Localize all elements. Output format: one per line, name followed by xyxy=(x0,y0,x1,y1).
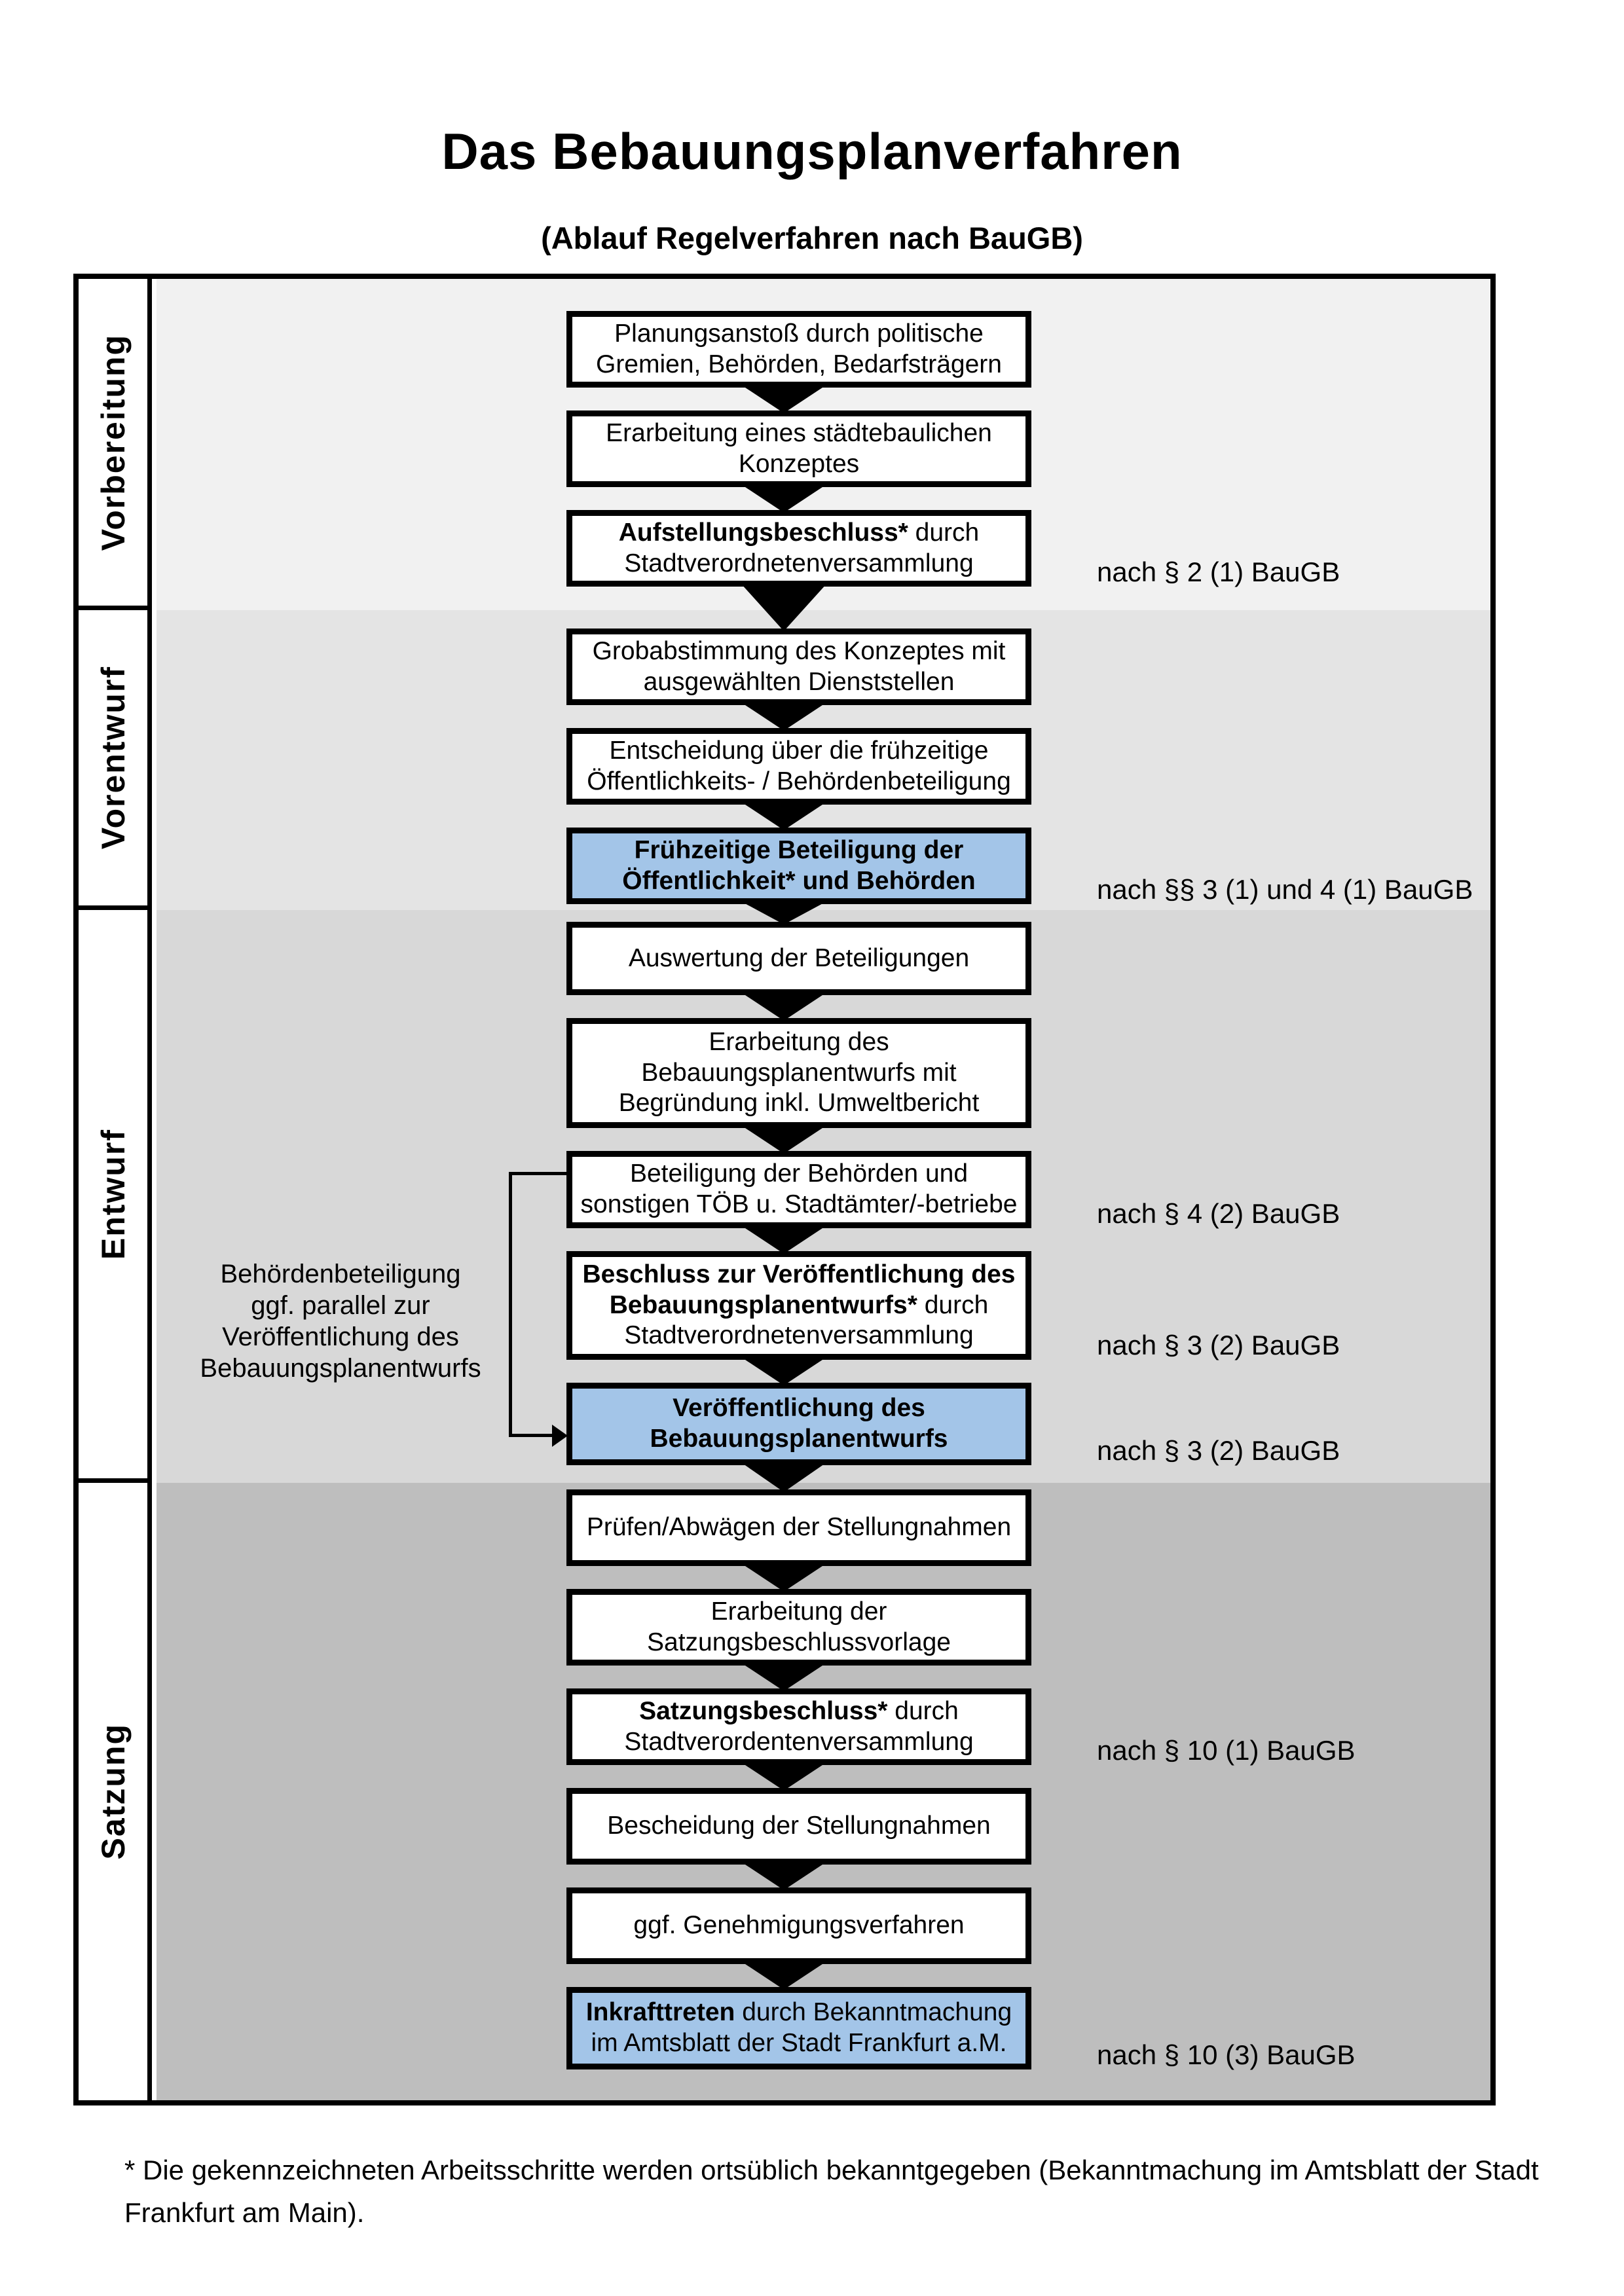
flow-step-text-line: Aufstellungsbeschluss* durch xyxy=(618,518,980,547)
flow-step-text-line: Stadtverordnetenversammlung xyxy=(624,549,974,577)
arrow-down-icon xyxy=(741,1357,826,1385)
flow-step-text-line: Stadtverordnetenversammlung xyxy=(624,1321,974,1350)
legal-reference: nach § 3 (2) BauGB xyxy=(1097,1435,1340,1466)
flow-step-text-line: Bescheidung der Stellungnahmen xyxy=(607,1812,991,1840)
legal-reference: nach § 3 (2) BauGB xyxy=(1097,1330,1340,1360)
connector-line-bottom xyxy=(509,1434,556,1437)
phase-cell-satzung: Satzung xyxy=(79,1483,152,2100)
phase-sidebar: Vorbereitung Vorentwurf Entwurf Satzung xyxy=(79,279,157,2100)
arrow-down-icon xyxy=(741,1663,826,1691)
arrow-down-icon xyxy=(741,385,826,413)
flow-step-text-line: Veröffentlichung des xyxy=(673,1394,925,1423)
flow-step-text-line: Planungsanstoß durch politische xyxy=(614,319,984,348)
legal-reference: nach § 10 (1) BauGB xyxy=(1097,1735,1356,1766)
flow-step-text-line: Erarbeitung der xyxy=(710,1597,887,1626)
flow-step-text-line: Prüfen/Abwägen der Stellungnahmen xyxy=(586,1513,1012,1542)
page-subtitle: (Ablauf Regelverfahren nach BauGB) xyxy=(541,221,1083,255)
arrow-down-icon xyxy=(741,1862,826,1890)
arrow-down-icon xyxy=(741,993,826,1021)
flow-step-text-line: ggf. Genehmigungsverfahren xyxy=(633,1911,965,1940)
arrow-down-icon xyxy=(741,802,826,830)
flow-step-text-line: Begründung inkl. Umweltbericht xyxy=(618,1089,980,1118)
flow-step-text-line: Gremien, Behörden, Bedarfsträgern xyxy=(595,350,1002,378)
arrow-down-icon xyxy=(741,484,826,513)
flow-chart: Vorbereitung Vorentwurf Entwurf Satzung … xyxy=(73,274,1496,2105)
arrow-down-icon xyxy=(741,702,826,731)
flow-step-box: ggf. Genehmigungsverfahren xyxy=(566,1887,1031,1964)
legal-reference: nach § 4 (2) BauGB xyxy=(1097,1198,1340,1229)
flow-step-text-line: Erarbeitung eines städtebaulichen xyxy=(606,418,992,447)
flow-step-text-line: Konzeptes xyxy=(738,449,860,478)
phase-cell-vorentwurf: Vorentwurf xyxy=(79,610,152,910)
footnote: * Die gekennzeichneten Arbeitsschritte w… xyxy=(124,2155,1539,2229)
flow-step-box: Prüfen/Abwägen der Stellungnahmen xyxy=(566,1489,1031,1566)
flow-step-text-line: Beschluss zur Veröffentlichung des xyxy=(582,1260,1016,1288)
flow-step-text-line: Stadtverordentenversammlung xyxy=(624,1727,974,1756)
arrow-down-icon xyxy=(741,584,826,631)
flow-step-text-line: Erarbeitung des xyxy=(709,1027,889,1056)
flow-steps-layer: Behördenbeteiligung ggf. parallel zur Ve… xyxy=(79,279,1490,2100)
flow-step-text-line: Satzungsbeschlussvorlage xyxy=(647,1628,951,1656)
arrow-down-icon xyxy=(741,1463,826,1492)
flow-step-text-line: ausgewählten Dienststellen xyxy=(643,667,955,696)
flow-step-text-line: Entscheidung über die frühzeitige xyxy=(609,736,989,765)
arrow-down-icon xyxy=(741,1762,826,1791)
flow-step-text-line: Öffentlichkeit* und Behörden xyxy=(622,866,976,895)
arrow-down-icon xyxy=(741,1563,826,1592)
arrow-right-icon xyxy=(552,1425,568,1447)
arrow-down-icon xyxy=(741,1226,826,1254)
legal-reference: nach § 10 (3) BauGB xyxy=(1097,2039,1356,2070)
flow-step-text-line: Bebauungsplanentwurfs xyxy=(650,1425,948,1453)
legal-reference: nach §§ 3 (1) und 4 (1) BauGB xyxy=(1097,874,1473,905)
flow-step-box: Bescheidung der Stellungnahmen xyxy=(566,1788,1031,1865)
flow-step-text-line: sonstigen TÖB u. Stadtämter/-betriebe xyxy=(580,1190,1018,1218)
flow-step-text-line: Satzungsbeschluss* durch xyxy=(639,1696,959,1725)
phase-cell-entwurf: Entwurf xyxy=(79,910,152,1483)
flow-step-text-line: Beteiligung der Behörden und xyxy=(629,1159,969,1188)
flow-step-text-line: Inkrafttreten durch Bekanntmachung xyxy=(585,1998,1012,2027)
flow-step-text-line: im Amtsblatt der Stadt Frankfurt a.M. xyxy=(591,2029,1007,2057)
connector-line-vertical xyxy=(509,1172,512,1437)
flow-step-text-line: Frühzeitige Beteiligung der xyxy=(634,835,964,864)
flow-step-text-line: Bebauungsplanentwurfs* durch xyxy=(609,1290,989,1319)
flow-step-text-line: Grobabstimmung des Konzeptes mit xyxy=(592,636,1006,665)
arrow-down-icon xyxy=(741,1125,826,1154)
arrow-down-icon xyxy=(741,902,826,924)
page-title: Das Bebauungsplanverfahren xyxy=(441,122,1183,180)
arrow-down-icon xyxy=(741,1961,826,1990)
flow-step-box: Auswertung der Beteiligungen xyxy=(566,922,1031,995)
flow-step-text-line: Bebauungsplanentwurfs mit xyxy=(641,1058,957,1087)
legal-reference: nach § 2 (1) BauGB xyxy=(1097,556,1340,587)
flow-step-text-line: Auswertung der Beteiligungen xyxy=(628,943,970,972)
phase-cell-vorbereitung: Vorbereitung xyxy=(79,279,152,610)
side-note: Behördenbeteiligung ggf. parallel zur Ve… xyxy=(200,1260,481,1383)
connector-line-top xyxy=(509,1172,572,1175)
flow-step-text-line: Öffentlichkeits- / Behördenbeteiligung xyxy=(587,767,1011,795)
